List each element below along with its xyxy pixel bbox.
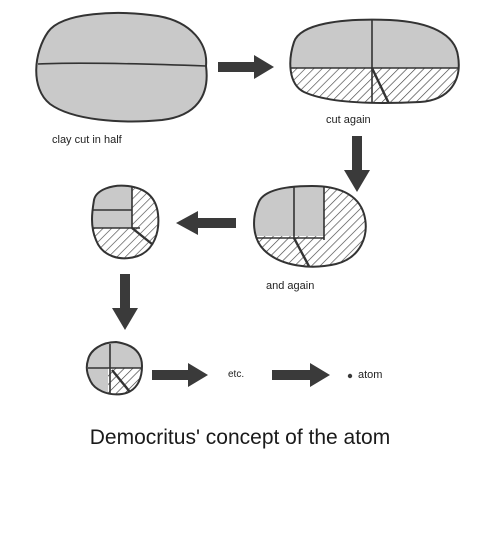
arrow-down-1	[344, 136, 370, 192]
label-atom: atom	[358, 369, 383, 381]
arrow-right-1	[218, 55, 274, 79]
label-cut-again: cut again	[326, 114, 371, 126]
label-clay-cut-in-half: clay cut in half	[52, 134, 122, 146]
label-etc: etc.	[228, 369, 245, 380]
arrow-down-2	[112, 274, 138, 330]
clay-lump-quartered	[289, 18, 460, 104]
arrow-left	[176, 211, 236, 235]
label-and-again: and again	[266, 280, 315, 292]
clay-piece-smallest	[85, 340, 144, 396]
caption: Democritus' concept of the atom	[89, 426, 391, 449]
arrow-right-2	[152, 363, 208, 387]
clay-lump-halved	[35, 12, 208, 123]
clay-piece-smaller	[91, 184, 160, 260]
clay-piece-cut-again	[253, 184, 367, 268]
atom-dot	[347, 373, 353, 379]
arrow-right-3	[272, 363, 330, 387]
